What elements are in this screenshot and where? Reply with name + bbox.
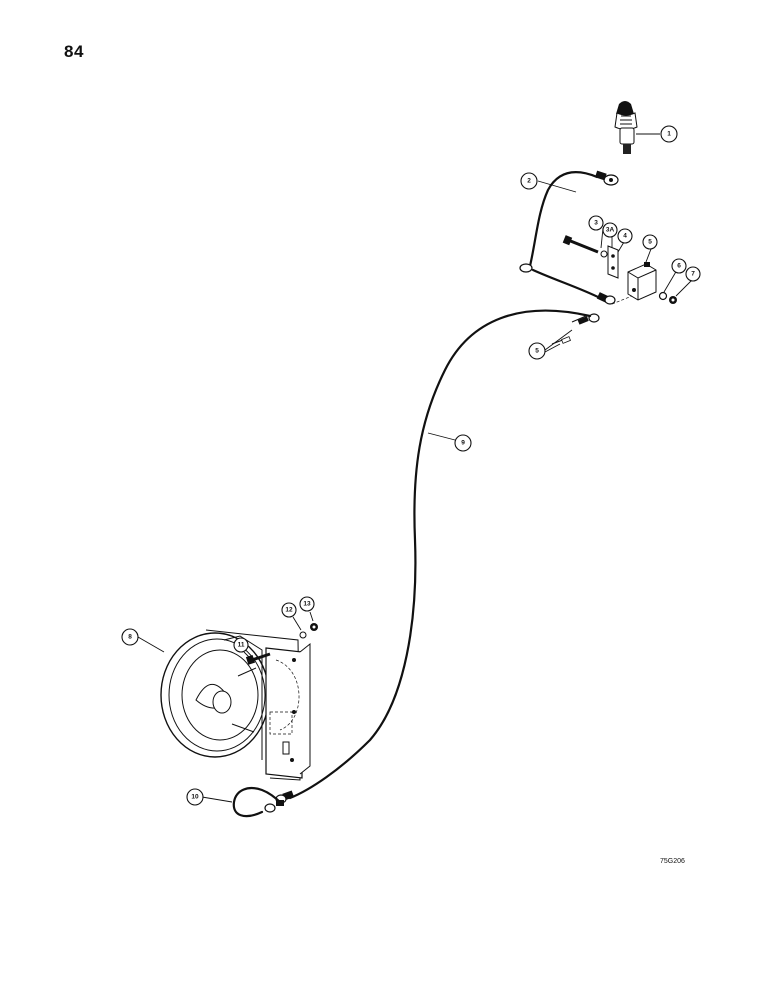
svg-text:2: 2 [527,178,531,185]
callout-9: 9 [454,434,472,452]
callout-5-lower: 5 [528,342,546,360]
callout-2: 2 [520,172,538,190]
svg-text:6: 6 [677,263,681,270]
svg-text:13: 13 [303,601,311,608]
callout-11: 11 [233,637,249,653]
callout-13: 13 [299,596,315,612]
callout-8: 8 [121,628,139,646]
horn-wire [201,786,284,818]
svg-text:4: 4 [623,233,627,240]
svg-text:10: 10 [191,794,199,801]
short-wire [519,170,619,305]
svg-text:11: 11 [238,642,245,649]
svg-text:3: 3 [594,220,598,227]
svg-text:1: 1 [667,131,671,138]
page-number: 84 [64,42,84,61]
callout-3: 3 [588,215,604,231]
callout-6: 6 [671,258,687,274]
horn [137,611,318,781]
callout-10: 10 [186,788,204,806]
long-wire [275,309,592,804]
callout-1: 1 [660,125,678,143]
callout-7: 7 [685,266,701,282]
svg-text:8: 8 [128,634,132,641]
callout-4: 4 [617,228,633,244]
svg-text:5: 5 [535,348,539,355]
svg-text:5: 5 [648,239,652,246]
drawing-code: 75G206 [660,858,685,865]
callout-12: 12 [281,602,297,618]
svg-text:12: 12 [285,607,293,614]
svg-text:7: 7 [691,271,695,278]
svg-text:3A: 3A [606,227,615,234]
callout-3a: 3A [602,222,618,238]
bracket-hardware [544,227,693,353]
svg-text:9: 9 [461,440,465,447]
pressure-switch [614,101,660,154]
callout-5: 5 [642,234,658,250]
